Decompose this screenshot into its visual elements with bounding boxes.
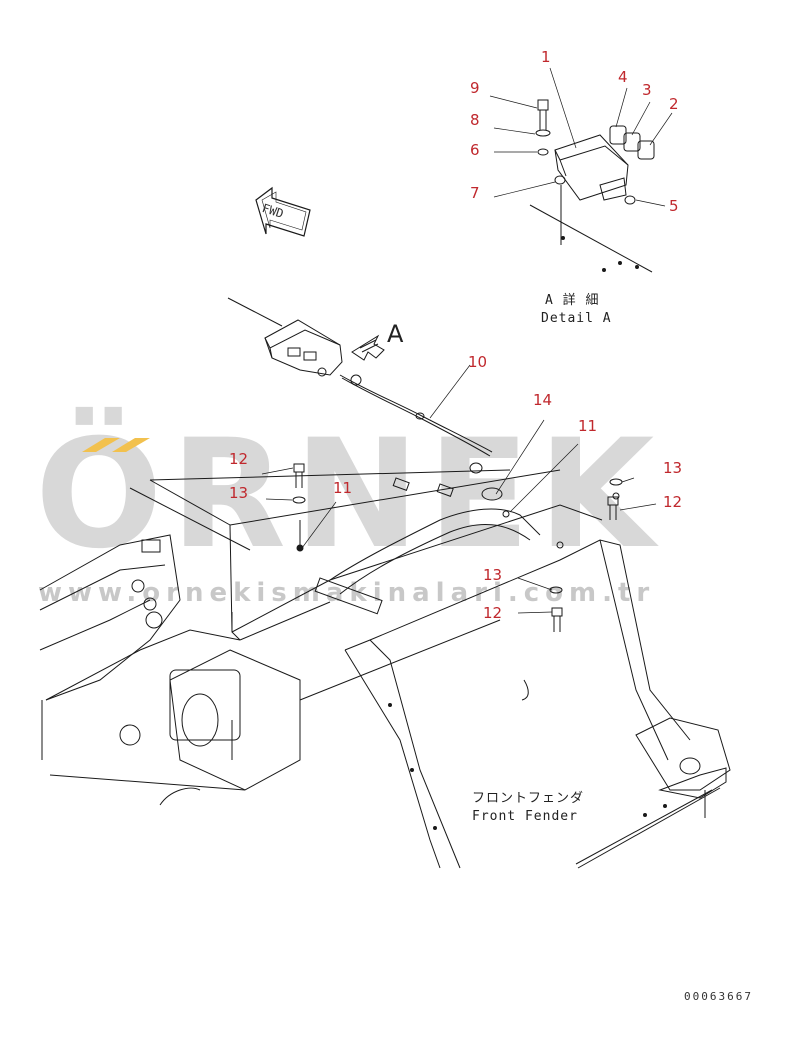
callout-3: 3 xyxy=(642,81,652,99)
callout-13a: 13 xyxy=(229,484,249,502)
callout-1: 1 xyxy=(541,48,551,66)
wire-harness xyxy=(339,364,493,474)
callout-11b: 11 xyxy=(578,417,598,435)
callout-12c: 12 xyxy=(483,604,503,622)
callout-4: 4 xyxy=(618,68,628,86)
callout-14: 14 xyxy=(533,391,553,409)
callout-12a: 12 xyxy=(229,450,249,468)
fender-caption-jp: フロントフェンダ xyxy=(472,791,585,806)
fwd-arrow-icon xyxy=(255,186,311,237)
callout-13b: 13 xyxy=(663,459,683,477)
detail-caption-jp: A 詳 細 xyxy=(545,293,600,308)
bolts-washers xyxy=(261,419,657,632)
drawing-number: 00063667 xyxy=(684,990,753,1003)
frame-deck xyxy=(129,469,620,641)
callout-13c: 13 xyxy=(483,566,503,584)
fender-caption: フロントフェンダ Front Fender xyxy=(472,790,584,825)
view-a-label: A xyxy=(387,320,404,348)
callout-2: 2 xyxy=(669,95,679,113)
front-fender xyxy=(344,539,731,869)
callout-12b: 12 xyxy=(663,493,683,511)
side-frame xyxy=(39,534,501,806)
callout-6: 6 xyxy=(470,141,480,159)
callout-7: 7 xyxy=(470,184,480,202)
callout-5: 5 xyxy=(669,197,679,215)
callout-10: 10 xyxy=(468,353,488,371)
view-a-arrow-icon xyxy=(351,334,385,361)
detail-caption: A 詳 細 Detail A xyxy=(541,292,612,327)
callout-8: 8 xyxy=(470,111,480,129)
fender-caption-en: Front Fender xyxy=(472,808,578,824)
main-relay-bracket xyxy=(227,297,343,377)
callout-9: 9 xyxy=(470,79,480,97)
detail-a-assembly xyxy=(489,67,673,273)
callout-11a: 11 xyxy=(333,479,353,497)
detail-caption-en: Detail A xyxy=(541,310,612,326)
